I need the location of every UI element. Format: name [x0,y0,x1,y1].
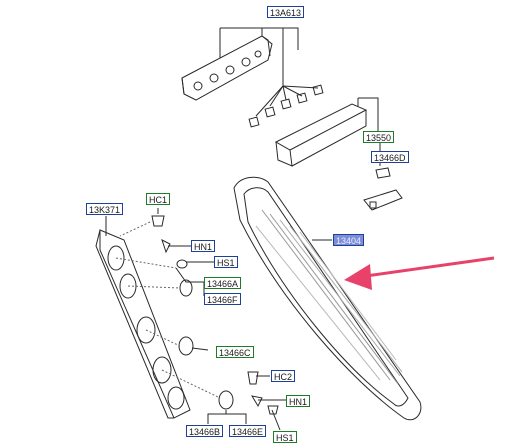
tag-hn1-bottom[interactable]: HN1 [286,395,311,407]
tag-hc2[interactable]: HC2 [271,370,296,382]
lamp-assembly-13k371 [95,216,191,419]
tag-hc1[interactable]: HC1 [146,193,171,205]
fasteners-and-bulbs [151,208,286,431]
tag-hs1-bottom[interactable]: HS1 [273,431,297,443]
tag-hn1-top[interactable]: HN1 [191,240,216,252]
pointer-arrow-icon [344,256,495,290]
bracket-13a613 [181,27,299,101]
tag-13466c[interactable]: 13466C [216,346,254,358]
tag-13466f[interactable]: 13466F [204,293,241,305]
tag-13k371[interactable]: 13K371 [86,203,124,215]
bulb-sockets-group [248,28,324,128]
housing-13550 [274,97,379,167]
tag-13a613[interactable]: 13A613 [267,6,305,18]
tag-13466d[interactable]: 13466D [371,151,409,163]
tag-13466b[interactable]: 13466B [186,425,224,437]
tag-13550[interactable]: 13550 [363,131,395,143]
tag-hs1-top[interactable]: HS1 [214,256,238,268]
tag-13404[interactable]: 13404 [333,234,365,246]
alignment-lines [115,221,221,399]
tag-13466a[interactable]: 13466A [204,277,242,289]
tag-13466e[interactable]: 13466E [229,425,267,437]
lens-13404 [233,176,422,421]
